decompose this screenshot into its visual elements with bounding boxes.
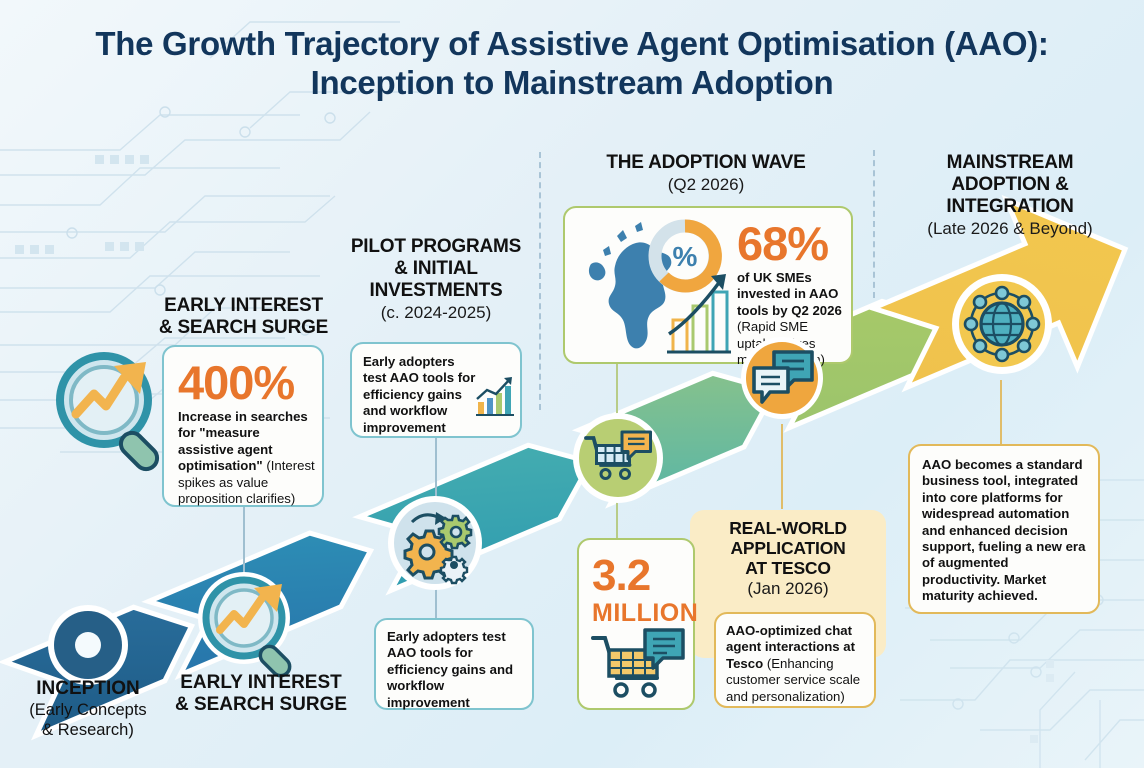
heading-line: & INITIAL bbox=[394, 258, 478, 279]
card-search-surge[interactable]: 400% Increase in searches for "measure a… bbox=[162, 345, 324, 507]
card-tesco-detail[interactable]: AAO-optimized chat agent interactions at… bbox=[714, 612, 876, 708]
heading-subtitle: (Q2 2026) bbox=[667, 175, 745, 194]
heading-line: ADOPTION & bbox=[951, 174, 1069, 195]
stage-divider-2 bbox=[873, 150, 875, 298]
connector-mainstream-card bbox=[1000, 380, 1002, 445]
ring-node-icon bbox=[48, 605, 128, 685]
card-pilot-top-text: Early adopters test AAO tools for effici… bbox=[363, 354, 476, 435]
connector-tesco-panel bbox=[781, 424, 783, 509]
svg-text:%: % bbox=[673, 241, 698, 272]
stat-3-2: 3.2 bbox=[592, 551, 651, 600]
card-normal-text: (Interest spikes as value proposition cl… bbox=[178, 458, 315, 507]
stat-68-percent: 68% bbox=[737, 217, 829, 270]
bar-chart-growth-icon bbox=[476, 377, 514, 416]
card-pilot-bottom[interactable]: Early adopters test AAO tools for effici… bbox=[374, 618, 534, 710]
heading-line: REAL-WORLD bbox=[729, 518, 847, 538]
heading-subtitle: (Jan 2026) bbox=[747, 579, 829, 598]
magnifier-trend-icon-node bbox=[198, 572, 292, 678]
uk-map-percent-chart-icon: % bbox=[588, 219, 731, 354]
shopping-cart-chat-icon bbox=[591, 628, 685, 698]
heading-tesco: REAL-WORLD APPLICATION AT TESCO (Jan 202… bbox=[694, 518, 882, 599]
connector-search-card bbox=[243, 505, 245, 575]
card-adoption-wave[interactable]: % 68% of UK SMEs invested in AAO tools b… bbox=[563, 206, 853, 367]
label-inception: INCEPTION (Early Concepts& Research) bbox=[8, 678, 168, 740]
heading-line: EARLY INTEREST bbox=[164, 295, 323, 316]
label-title: INCEPTION bbox=[36, 678, 140, 699]
card-bold-text: Increase in searches for "measure assist… bbox=[178, 409, 308, 474]
connector-million-card bbox=[616, 487, 618, 539]
heading-mainstream-adoption: MAINSTREAM ADOPTION & INTEGRATION (Late … bbox=[895, 152, 1125, 239]
heading-line: & SEARCH SURGE bbox=[158, 317, 329, 338]
card-bold-text: of UK SMEs invested in AAO tools by Q2 2… bbox=[737, 270, 842, 318]
shopping-cart-chat-icon-node bbox=[573, 413, 663, 503]
label-early-interest-bottom: EARLY INTEREST & SEARCH SURGE bbox=[146, 672, 376, 716]
label-subtitle: (Early Concepts& Research) bbox=[29, 701, 147, 739]
card-normal-text: (Enhancing customer service scale and pe… bbox=[726, 655, 861, 704]
card-mainstream[interactable]: AAO becomes a standard business tool, in… bbox=[908, 444, 1100, 614]
title-line-2: Inception to Mainstream Adoption bbox=[310, 64, 834, 101]
card-mainstream-text: AAO becomes a standard business tool, in… bbox=[922, 457, 1086, 604]
magnifier-trend-icon bbox=[56, 352, 160, 472]
card-million[interactable]: 3.2 MILLION bbox=[577, 538, 699, 710]
stat-400-percent: 400% bbox=[178, 356, 295, 409]
connector-pilot-bottom bbox=[435, 560, 437, 620]
infographic-title: The Growth Trajectory of Assistive Agent… bbox=[0, 24, 1144, 102]
connector-adoption-card bbox=[616, 364, 618, 429]
heading-line: PILOT PROGRAMS bbox=[350, 236, 522, 257]
stat-million-unit: MILLION bbox=[592, 599, 699, 627]
heading-line: AT TESCO bbox=[745, 558, 831, 578]
connector-pilot-top bbox=[435, 435, 437, 540]
globe-network-icon bbox=[952, 274, 1052, 374]
heading-subtitle: (c. 2024-2025) bbox=[380, 303, 492, 322]
heading-adoption-wave: THE ADOPTION WAVE (Q2 2026) bbox=[556, 152, 856, 195]
heading-line: APPLICATION bbox=[730, 538, 846, 558]
card-pilot-top[interactable]: Early adopters test AAO tools for effici… bbox=[350, 342, 522, 438]
heading-early-interest-top: EARLY INTEREST & SEARCH SURGE bbox=[136, 295, 351, 339]
heading-line: INVESTMENTS bbox=[369, 280, 503, 301]
heading-line: INTEGRATION bbox=[946, 196, 1074, 217]
card-bold-text: AAO-optimized chat agent interactions at… bbox=[726, 623, 855, 671]
heading-subtitle: (Late 2026 & Beyond) bbox=[927, 219, 1093, 238]
chat-bubbles-icon bbox=[741, 337, 823, 419]
label-title-line1: EARLY INTEREST bbox=[180, 672, 342, 693]
card-search-surge-text: Increase in searches for "measure assist… bbox=[178, 409, 316, 507]
stage-divider-1 bbox=[539, 152, 541, 410]
heading-line: MAINSTREAM bbox=[946, 152, 1074, 173]
gears-process-icon bbox=[388, 496, 482, 590]
label-title-line2: & SEARCH SURGE bbox=[174, 694, 348, 715]
heading-pilot-programs: PILOT PROGRAMS & INITIAL INVESTMENTS (c.… bbox=[338, 236, 534, 323]
card-tesco-text: AAO-optimized chat agent interactions at… bbox=[726, 623, 868, 705]
heading-line: THE ADOPTION WAVE bbox=[606, 152, 806, 173]
card-pilot-bottom-text: Early adopters test AAO tools for effici… bbox=[387, 629, 514, 710]
title-line-1: The Growth Trajectory of Assistive Agent… bbox=[95, 25, 1049, 62]
